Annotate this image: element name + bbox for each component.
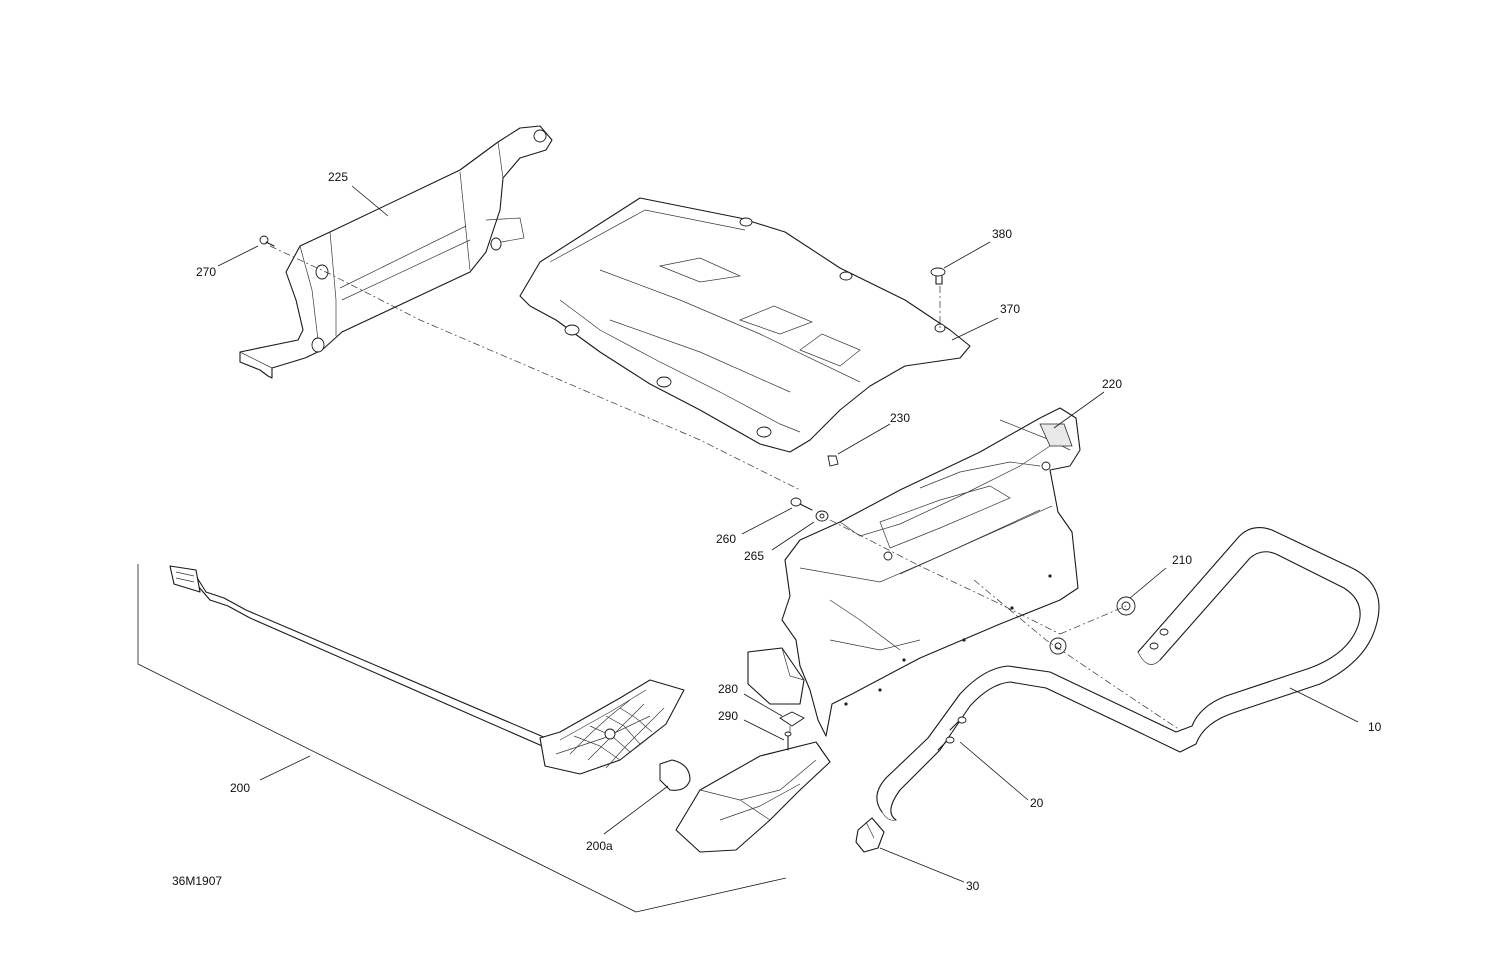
part-30-end-cap — [855, 817, 885, 853]
callout-225: 225 — [328, 170, 348, 184]
hardware-380 — [930, 267, 946, 285]
callout-200: 200 — [230, 781, 250, 795]
leader-lines — [217, 185, 1359, 883]
callout-labels: 225 270 380 370 220 230 260 265 210 280 … — [172, 170, 1382, 893]
hardware-260-265 — [790, 497, 829, 522]
part-200a-bulb — [659, 759, 691, 791]
hardware-280-290 — [779, 711, 805, 751]
assembly-lines — [269, 245, 1181, 736]
part-220-housing — [747, 407, 1081, 737]
drawing-id: 36M1907 — [172, 874, 222, 888]
callout-230: 230 — [890, 411, 910, 425]
callout-370: 370 — [1000, 302, 1020, 316]
hardware-270 — [259, 235, 275, 247]
callout-270: 270 — [196, 265, 216, 279]
callout-30: 30 — [966, 879, 980, 893]
callout-210: 210 — [1172, 553, 1192, 567]
callout-260: 260 — [716, 532, 736, 546]
part-200-tail-light-harness — [169, 565, 685, 775]
callout-10: 10 — [1368, 720, 1382, 734]
part-370-cover-panel — [519, 197, 971, 453]
callout-20: 20 — [1030, 796, 1044, 810]
callout-290: 290 — [718, 709, 738, 723]
callout-280: 280 — [718, 682, 738, 696]
kit-bracket-200 — [137, 564, 787, 913]
callout-220: 220 — [1102, 377, 1122, 391]
part-10-bumper-tube — [876, 527, 1380, 821]
hardware-20-bolts — [937, 716, 967, 751]
callout-200a: 200a — [586, 839, 613, 853]
part-225-bracket — [239, 125, 553, 379]
callout-380: 380 — [992, 227, 1012, 241]
callout-265: 265 — [744, 549, 764, 563]
hardware-210-grommets — [1049, 596, 1136, 655]
hardware-230 — [827, 455, 839, 467]
lens-cover — [675, 741, 831, 853]
